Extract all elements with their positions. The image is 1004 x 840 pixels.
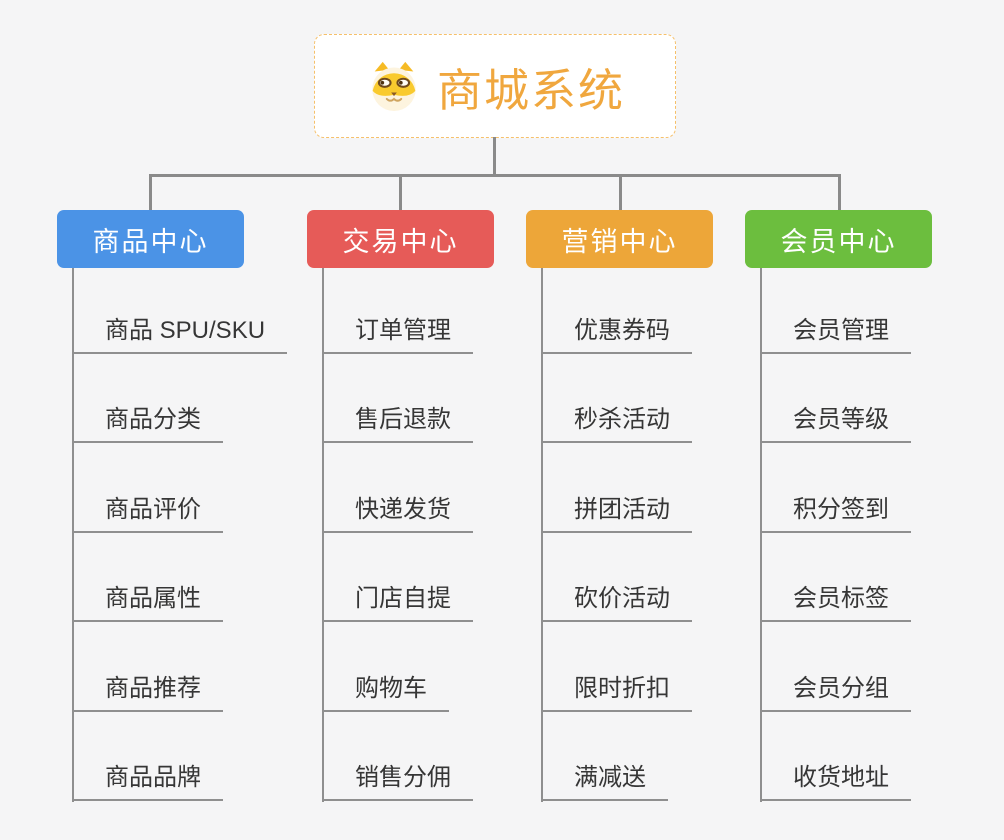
leaf-item[interactable]: 会员等级 — [760, 354, 911, 443]
leaf-item[interactable]: 限时折扣 — [541, 622, 692, 712]
leaf-item[interactable]: 快递发货 — [322, 443, 473, 533]
branch-header-marketing[interactable]: 营销中心 — [526, 210, 713, 268]
branch-items-trade: 订单管理 售后退款 快递发货 门店自提 购物车 销售分佣 — [322, 264, 473, 801]
leaf-item[interactable]: 商品推荐 — [72, 622, 223, 712]
branch-items-member: 会员管理 会员等级 积分签到 会员标签 会员分组 收货地址 — [760, 264, 911, 801]
leaf-item[interactable]: 优惠券码 — [541, 264, 692, 354]
root-node[interactable]: 商城系统 — [314, 34, 676, 138]
connector-drop-product — [149, 174, 152, 212]
leaf-item[interactable]: 商品属性 — [72, 533, 223, 622]
branch-trunk-member — [760, 268, 762, 802]
connector-drop-marketing — [619, 174, 622, 212]
branch-trunk-product — [72, 268, 74, 802]
branch-items-marketing: 优惠券码 秒杀活动 拼团活动 砍价活动 限时折扣 满减送 — [541, 264, 692, 801]
branch-trunk-marketing — [541, 268, 543, 802]
branch-items-product: 商品 SPU/SKU 商品分类 商品评价 商品属性 商品推荐 商品品牌 — [72, 264, 288, 801]
leaf-item[interactable]: 秒杀活动 — [541, 354, 692, 443]
branch-trunk-trade — [322, 268, 324, 802]
leaf-item[interactable]: 满减送 — [541, 712, 668, 801]
branch-header-trade[interactable]: 交易中心 — [307, 210, 494, 268]
leaf-item[interactable]: 积分签到 — [760, 443, 911, 533]
leaf-item[interactable]: 会员标签 — [760, 533, 911, 622]
leaf-item[interactable]: 商品分类 — [72, 354, 223, 443]
branch-header-product[interactable]: 商品中心 — [57, 210, 244, 268]
leaf-item[interactable]: 砍价活动 — [541, 533, 692, 622]
leaf-item[interactable]: 购物车 — [322, 622, 449, 712]
dog-face-icon — [365, 60, 423, 112]
leaf-item[interactable]: 售后退款 — [322, 354, 473, 443]
leaf-item[interactable]: 会员管理 — [760, 264, 911, 354]
branch-header-member[interactable]: 会员中心 — [745, 210, 932, 268]
connector-drop-trade — [399, 174, 402, 212]
leaf-item[interactable]: 收货地址 — [760, 712, 911, 801]
leaf-item[interactable]: 拼团活动 — [541, 443, 692, 533]
leaf-item[interactable]: 商品 SPU/SKU — [72, 264, 288, 354]
leaf-item[interactable]: 会员分组 — [760, 622, 911, 712]
connector-drop-member — [838, 174, 841, 212]
leaf-item[interactable]: 商品评价 — [72, 443, 223, 533]
leaf-item[interactable]: 订单管理 — [322, 264, 473, 354]
connector-bus — [149, 174, 841, 177]
leaf-item[interactable]: 门店自提 — [322, 533, 473, 622]
leaf-item[interactable]: 销售分佣 — [322, 712, 473, 801]
leaf-item[interactable]: 商品品牌 — [72, 712, 223, 801]
root-title: 商城系统 — [436, 64, 625, 116]
connector-root-vertical — [493, 137, 496, 176]
